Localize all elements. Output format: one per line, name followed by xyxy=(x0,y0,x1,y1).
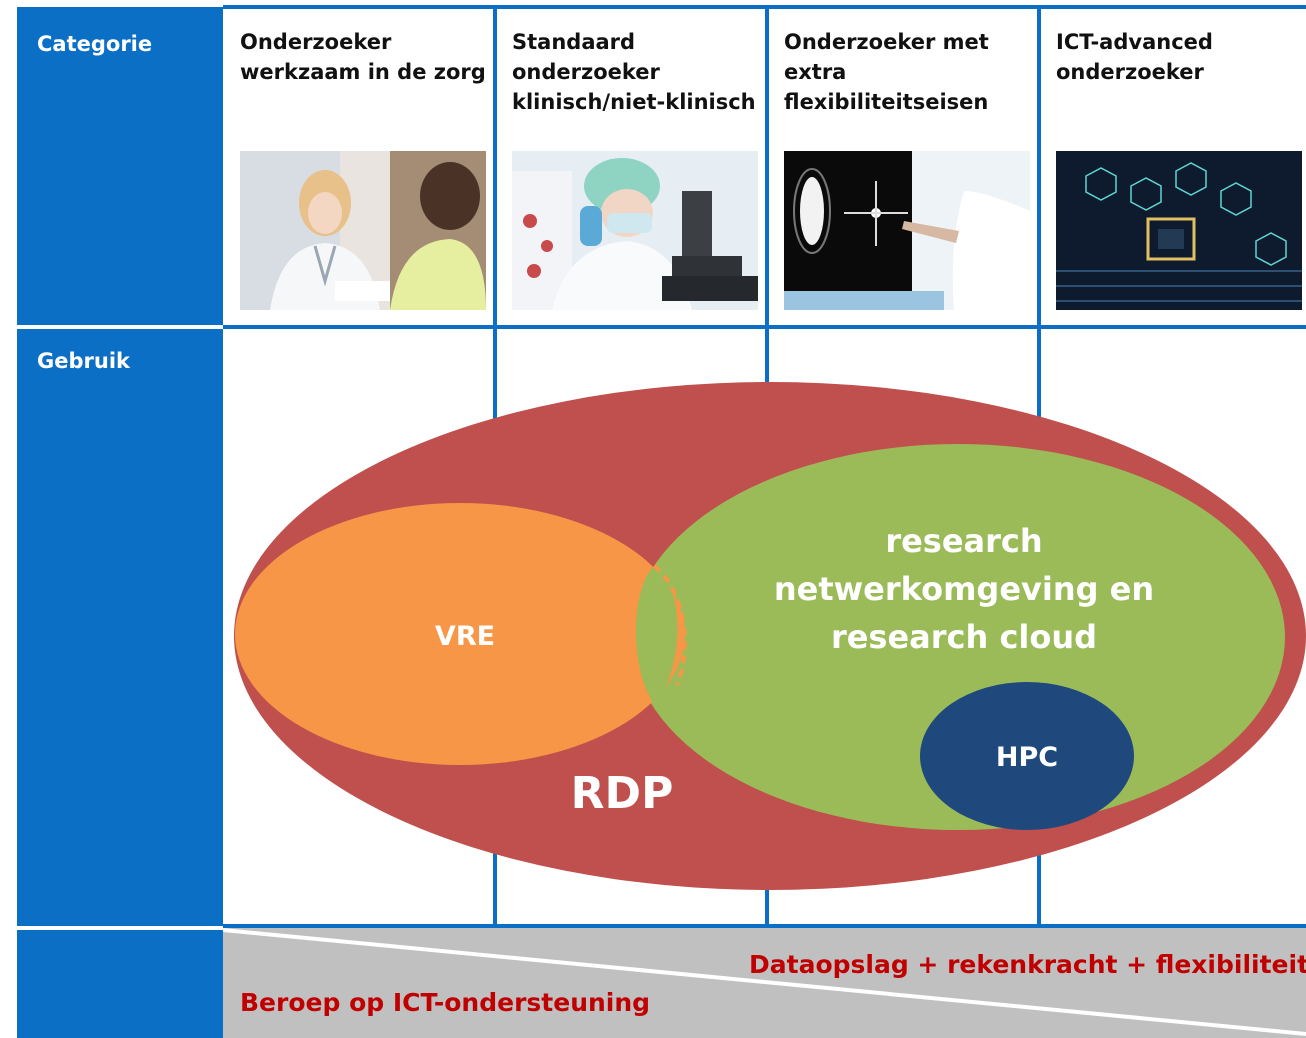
bottom-header-cell xyxy=(17,930,223,1038)
row-divider xyxy=(17,325,223,329)
usage-header-cell: Gebruik xyxy=(17,329,223,926)
cloud-label-line: research xyxy=(885,522,1042,560)
category-row-label: Categorie xyxy=(37,32,153,56)
ict-support-label: Beroep op ICT-ondersteuning xyxy=(240,988,651,1017)
dataopslag-label: Dataopslag + rekenkracht + flexibiliteit xyxy=(749,950,1306,979)
rdp-label: RDP xyxy=(571,768,674,819)
vre-dashed-edge xyxy=(652,564,687,686)
category-header-cell: Categorie xyxy=(17,7,223,326)
hpc-label: HPC xyxy=(996,742,1058,773)
data-screen-photo xyxy=(784,151,1030,310)
category-title: Onderzoeker werkzaam in de zorg xyxy=(240,30,486,84)
category-title: Onderzoeker met extra flexibiliteitseise… xyxy=(784,30,989,114)
doctor-patient-photo xyxy=(240,151,486,310)
ict-gradient-wedge xyxy=(223,928,1306,1038)
cloud-label-line: research cloud xyxy=(831,618,1097,656)
top-border xyxy=(223,5,1306,9)
hpc-ellipse xyxy=(920,682,1134,830)
cloud-label-line: netwerkomgeving en xyxy=(774,570,1154,608)
usage-row-label: Gebruik xyxy=(37,349,130,373)
category-title: Standaard onderzoeker klinisch/niet-klin… xyxy=(512,30,756,114)
row-divider xyxy=(17,926,223,930)
circuit-board-photo xyxy=(1056,151,1302,310)
vre-cloud-overlap xyxy=(636,566,678,704)
row-divider xyxy=(223,325,1306,329)
lab-researcher-microscope-photo xyxy=(512,151,758,310)
category-title: ICT-advanced onderzoeker xyxy=(1056,30,1213,84)
row-divider xyxy=(223,924,1306,928)
vre-label: VRE xyxy=(435,621,495,652)
vre-ellipse xyxy=(235,503,685,765)
